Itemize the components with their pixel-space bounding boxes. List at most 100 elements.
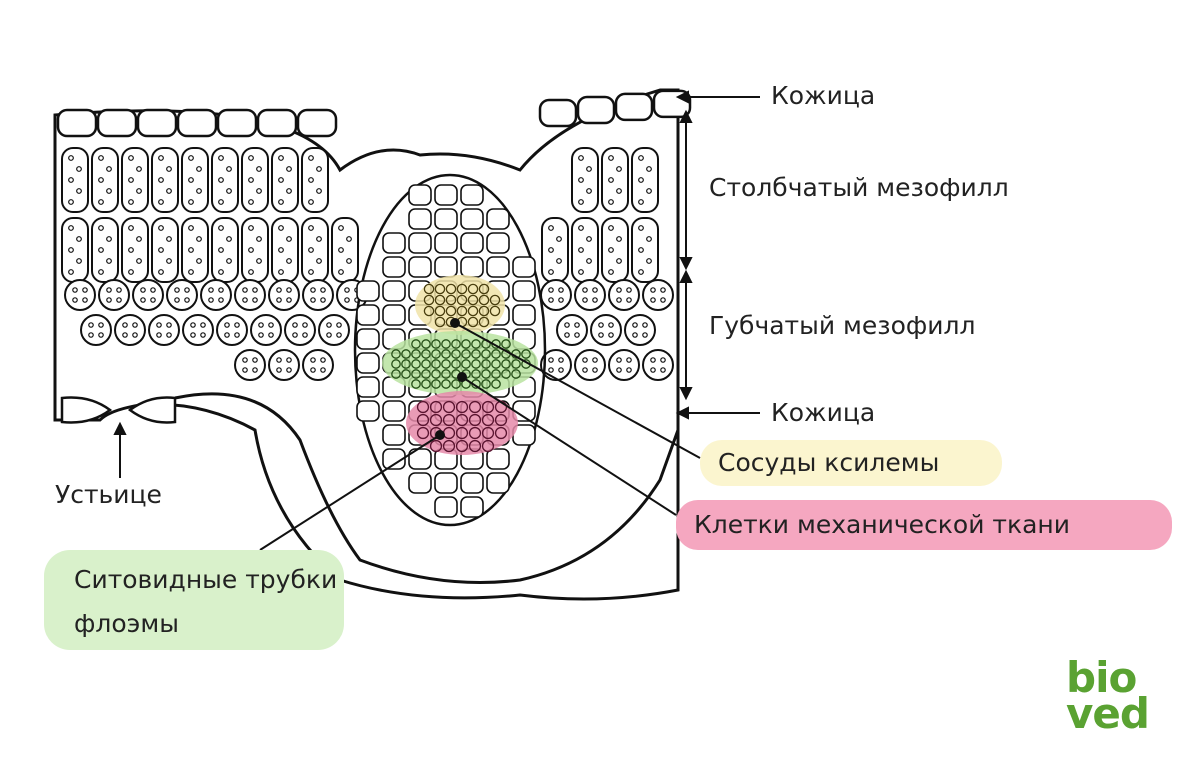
parenchyma-cell: [435, 185, 457, 205]
pointer-phloem-dot: [436, 431, 444, 439]
parenchyma-cell: [487, 449, 509, 469]
parenchyma-cell: [383, 257, 405, 277]
palisade-cell: [302, 148, 328, 212]
parenchyma-cell: [357, 281, 379, 301]
palisade-cell: [62, 148, 88, 212]
palisade-cell: [242, 148, 268, 212]
epidermis-cell: [616, 94, 652, 120]
epidermis-cell: [98, 110, 136, 136]
palisade-cell: [122, 148, 148, 212]
parenchyma-cell: [487, 233, 509, 253]
arrowhead-palisade-bottom: [681, 258, 691, 268]
arrowhead-spongy-top: [681, 272, 691, 282]
parenchyma-cell: [357, 377, 379, 397]
palisade-cell: [602, 218, 628, 282]
parenchyma-cell: [357, 329, 379, 349]
spongy-cell: [541, 280, 571, 310]
pointer-xylem-dot: [451, 319, 459, 327]
palisade-cell: [572, 148, 598, 212]
spongy-cell: [643, 350, 673, 380]
spongy-cell: [557, 315, 587, 345]
spongy-cell: [149, 315, 179, 345]
spongy-cell: [235, 350, 265, 380]
palisade-cell: [152, 148, 178, 212]
spongy-cell: [285, 315, 315, 345]
parenchyma-cell: [383, 281, 405, 301]
spongy-cell: [575, 280, 605, 310]
epidermis-cell: [178, 110, 216, 136]
palisade-cell: [92, 148, 118, 212]
palisade-cell: [212, 218, 238, 282]
logo-line-2: ved: [1066, 696, 1166, 732]
parenchyma-cell: [409, 257, 431, 277]
parenchyma-cell: [435, 257, 457, 277]
palisade-cell: [272, 218, 298, 282]
parenchyma-cell: [513, 305, 535, 325]
arrowhead-stoma: [115, 424, 125, 434]
spongy-cell: [201, 280, 231, 310]
label-spongy-mesophyll: Губчатый мезофилл: [709, 311, 975, 341]
parenchyma-cell: [513, 281, 535, 301]
palisade-cell: [152, 218, 178, 282]
spongy-cell: [167, 280, 197, 310]
spongy-cell: [303, 280, 333, 310]
spongy-cell: [115, 315, 145, 345]
epidermis-cell: [540, 100, 576, 126]
palisade-cell: [272, 148, 298, 212]
palisade-cell: [542, 218, 568, 282]
parenchyma-cell: [461, 209, 483, 229]
palisade-cell: [332, 218, 358, 282]
parenchyma-cell: [461, 233, 483, 253]
parenchyma-cell: [383, 425, 405, 445]
epidermis-cell: [138, 110, 176, 136]
spongy-cell: [609, 280, 639, 310]
parenchyma-cell: [383, 305, 405, 325]
palisade-cell: [302, 218, 328, 282]
parenchyma-cell: [461, 473, 483, 493]
palisade-cell: [572, 218, 598, 282]
palisade-cell: [92, 218, 118, 282]
spongy-cell: [575, 350, 605, 380]
pointer-mechanical-dot: [458, 373, 466, 381]
spongy-cell: [625, 315, 655, 345]
spongy-cell: [269, 280, 299, 310]
spongy-cell: [251, 315, 281, 345]
spongy-cell: [643, 280, 673, 310]
parenchyma-cell: [435, 497, 457, 517]
label-palisade-mesophyll: Столбчатый мезофилл: [709, 173, 1009, 203]
arrowhead-spongy-bottom: [681, 388, 691, 398]
spongy-cell: [591, 315, 621, 345]
parenchyma-cell: [357, 401, 379, 421]
epidermis-cell: [58, 110, 96, 136]
spongy-cell: [217, 315, 247, 345]
parenchyma-cell: [409, 185, 431, 205]
spongy-cell: [183, 315, 213, 345]
parenchyma-cell: [435, 233, 457, 253]
parenchyma-cell: [461, 185, 483, 205]
label-xylem-vessels: Сосуды ксилемы: [700, 440, 1002, 486]
parenchyma-cell: [435, 209, 457, 229]
parenchyma-cell: [461, 497, 483, 517]
epidermis-cell: [258, 110, 296, 136]
parenchyma-cell: [435, 473, 457, 493]
label-phloem-sieve-tubes: Ситовидные трубки флоэмы: [44, 550, 344, 650]
palisade-cell: [632, 148, 658, 212]
spongy-cell: [609, 350, 639, 380]
spongy-cell: [133, 280, 163, 310]
palisade-cell: [122, 218, 148, 282]
spongy-cell: [81, 315, 111, 345]
bioved-logo: bio ved: [1066, 660, 1166, 732]
leaf-tissue: [55, 90, 690, 599]
label-mechanical-tissue: Клетки механической ткани: [676, 500, 1172, 550]
parenchyma-cell: [383, 401, 405, 421]
parenchyma-cell: [487, 473, 509, 493]
parenchyma-cell: [461, 257, 483, 277]
parenchyma-cell: [409, 473, 431, 493]
spongy-cell: [319, 315, 349, 345]
parenchyma-cell: [383, 233, 405, 253]
spongy-cell: [65, 280, 95, 310]
palisade-cell: [602, 148, 628, 212]
spongy-cell: [269, 350, 299, 380]
parenchyma-cell: [487, 209, 509, 229]
parenchyma-cell: [487, 257, 509, 277]
